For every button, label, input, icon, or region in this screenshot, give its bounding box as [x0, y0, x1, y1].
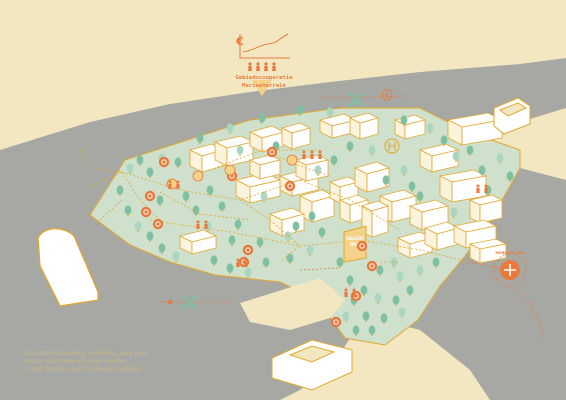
- callout-subtitle: Marineterrein: [242, 83, 286, 89]
- activity-icons: [140, 146, 378, 328]
- euro-icon-right: €: [381, 89, 393, 101]
- people-icon: [248, 62, 276, 71]
- connection-lines: [79, 149, 471, 263]
- credit-line-3: © AMS Institute, And The People en BURA: [24, 366, 142, 373]
- health-hub-label: HEALTH: [346, 236, 363, 241]
- health-hub-label-2: HUB: [350, 242, 360, 247]
- growth-chart-icon: [239, 33, 290, 59]
- credit-line-2: rechten aan ontleend kunnen worden.: [24, 358, 128, 365]
- mobility-hub: MOBILITY HUB: [493, 251, 545, 341]
- quay: [240, 278, 345, 330]
- barge: [37, 228, 99, 307]
- cross-icon-top: [348, 92, 364, 108]
- mobility-hub-label: MOBILITY HUB: [495, 251, 525, 255]
- euro-icon: €: [235, 35, 244, 48]
- arrow-left: [166, 299, 172, 305]
- buildings: [178, 112, 508, 264]
- cooperative-callout: € Gebiedscooperatie Marineterrein: [235, 33, 293, 96]
- tower-building: [493, 97, 531, 135]
- corner-building: [271, 339, 353, 391]
- svg-text:€: €: [385, 92, 389, 100]
- image-credit: Illustratieve afbeelding van BURA, waar …: [24, 350, 184, 374]
- health-hub-building: HEALTH HUB: [343, 225, 367, 263]
- credit-line-1: Illustratieve afbeelding van BURA, waar …: [24, 350, 149, 357]
- people-markers: [168, 150, 488, 297]
- callout-title: Gebiedscooperatie: [235, 75, 293, 81]
- hospital-icon: [384, 138, 400, 154]
